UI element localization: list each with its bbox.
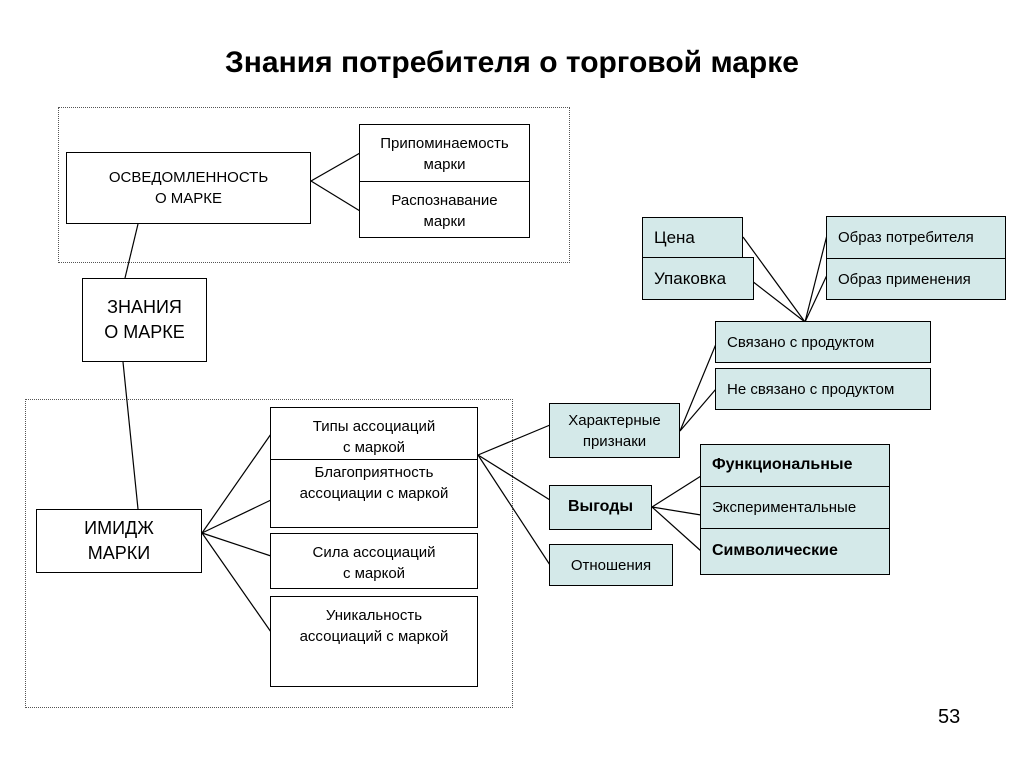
page-title: Знания потребителя о торговой марке (225, 46, 799, 79)
packaging-box: Упаковка (642, 257, 754, 300)
association-types-box: Типы ассоциаций с маркой (270, 407, 478, 459)
attitudes-box: Отношения (549, 544, 673, 586)
association-uniqueness-box: Уникальность ассоциаций с маркой (270, 596, 478, 687)
association-favorability-box: Благоприятность ассоциации с маркой (270, 459, 478, 528)
brand-knowledge-box: ЗНАНИЯ О МАРКЕ (82, 278, 207, 362)
attributes-label: Характерные признаки (568, 411, 661, 450)
usage-image-box: Образ применения (826, 258, 1006, 300)
experiential-benefits-box: Экспериментальные (700, 486, 890, 528)
price-box: Цена (642, 217, 743, 257)
association-strength-label: Сила ассоциаций с маркой (312, 544, 436, 582)
benefits-label: Выгоды (567, 498, 634, 516)
experiential-benefits-label: Экспериментальные (712, 499, 857, 516)
functional-benefits-box: Функциональные (700, 444, 890, 486)
non-product-related-box: Не связано с продуктом (715, 368, 931, 410)
awareness-label: ОСВЕДОМЛЕННОСТЬ О МАРКЕ (108, 169, 269, 207)
recognition-label: Распознавание марки (391, 192, 498, 230)
recall-label: Припоминаемость марки (380, 135, 509, 173)
attributes-box: Характерные признаки (549, 403, 680, 458)
product-related-box: Связано с продуктом (715, 321, 931, 363)
awareness-group-frame (58, 107, 570, 263)
recognition-box: Распознавание марки (359, 181, 530, 238)
non-product-related-label: Не связано с продуктом (727, 380, 895, 398)
price-label: Цена (654, 227, 695, 247)
association-uniqueness-label: Уникальность ассоциаций с маркой (299, 607, 449, 645)
usage-image-label: Образ применения (838, 270, 971, 288)
recall-box: Припоминаемость марки (359, 124, 530, 181)
page-number: 53 (938, 706, 961, 728)
brand-image-box: ИМИДЖ МАРКИ (36, 509, 202, 573)
brand-knowledge-label: ЗНАНИЯ О МАРКЕ (104, 296, 185, 342)
awareness-box: ОСВЕДОМЛЕННОСТЬ О МАРКЕ (66, 152, 311, 224)
functional-benefits-label: Функциональные (712, 456, 853, 474)
packaging-label: Упаковка (654, 268, 727, 288)
user-image-box: Образ потребителя (826, 216, 1006, 258)
symbolic-benefits-label: Символические (712, 542, 838, 560)
attitudes-label: Отношения (570, 556, 652, 574)
association-types-label: Типы ассоциаций с маркой (312, 418, 436, 456)
association-favorability-label: Благоприятность ассоциации с маркой (299, 464, 449, 502)
brand-image-label: ИМИДЖ МАРКИ (84, 517, 154, 563)
product-related-label: Связано с продуктом (727, 333, 875, 351)
image-group-frame (25, 399, 513, 708)
symbolic-benefits-box: Символические (700, 528, 890, 575)
benefits-box: Выгоды (549, 485, 652, 530)
association-strength-box: Сила ассоциаций с маркой (270, 533, 478, 589)
user-image-label: Образ потребителя (838, 229, 974, 246)
